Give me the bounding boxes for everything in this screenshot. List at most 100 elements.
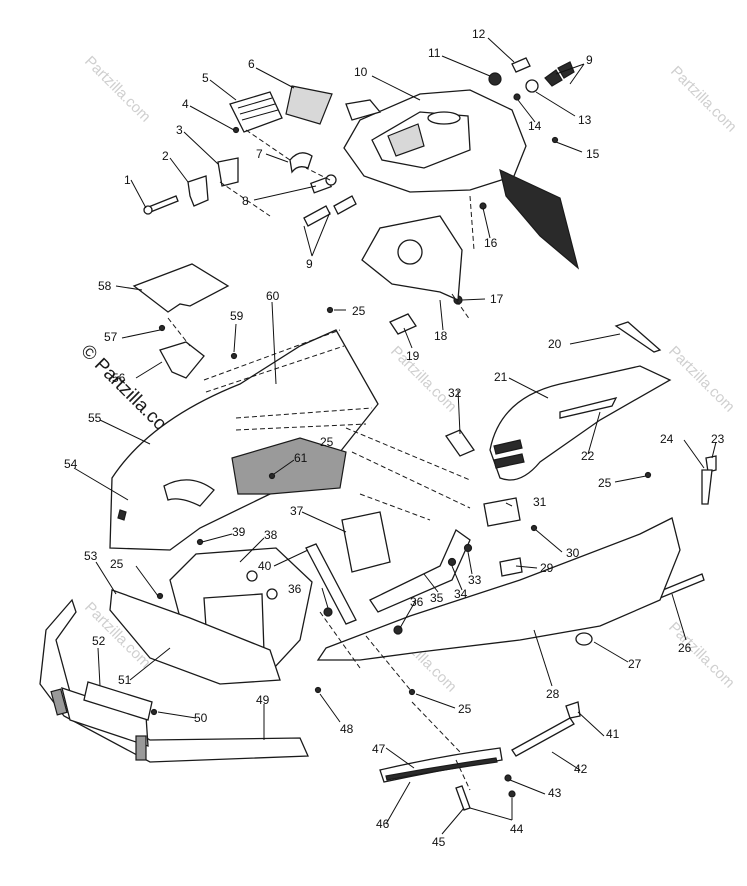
callout-25: 25 xyxy=(352,304,366,318)
part-48-fastener xyxy=(314,686,322,694)
watermark: Partzilla.com xyxy=(665,619,738,692)
part-58-pad xyxy=(132,263,230,313)
part-49-bumper xyxy=(39,598,309,763)
callout-19: 19 xyxy=(406,349,420,363)
callout-41: 41 xyxy=(606,727,620,741)
callout-2: 2 xyxy=(162,149,169,163)
part-33-nut xyxy=(463,543,473,553)
part-2-bracket xyxy=(187,175,209,207)
callout-25: 25 xyxy=(458,702,472,716)
part-29-bracket xyxy=(499,557,523,577)
part-41-bracket xyxy=(565,701,581,719)
part-28-lower-cowl xyxy=(316,517,681,661)
callout-54: 54 xyxy=(64,457,78,471)
callout-33: 33 xyxy=(468,573,482,587)
part-10-hood-top xyxy=(343,89,580,270)
watermark: Partzilla.com xyxy=(667,63,740,136)
callout-32: 32 xyxy=(448,386,462,400)
part-15-screw xyxy=(551,136,559,144)
callout-36: 36 xyxy=(410,595,424,609)
part-5-vent xyxy=(229,91,283,133)
callout-57: 57 xyxy=(104,330,118,344)
callout-35: 35 xyxy=(430,591,444,605)
callout-29: 29 xyxy=(540,561,554,575)
callout-14: 14 xyxy=(528,119,542,133)
part-8-fitting xyxy=(309,174,337,194)
callout-7: 7 xyxy=(256,147,263,161)
callout-25: 25 xyxy=(598,476,612,490)
part-6-filter xyxy=(285,85,333,125)
callout-45: 45 xyxy=(432,835,446,849)
callout-43: 43 xyxy=(548,786,562,800)
part-12-clip xyxy=(511,57,531,73)
part-7-duct xyxy=(289,152,313,174)
part-21-side-panel xyxy=(489,365,672,481)
callout-50: 50 xyxy=(194,711,208,725)
callout-21: 21 xyxy=(494,370,508,384)
part-18-liner xyxy=(361,215,463,301)
callout-46: 46 xyxy=(376,817,390,831)
callout-40: 40 xyxy=(258,559,272,573)
callout-15: 15 xyxy=(586,147,600,161)
callout-51: 51 xyxy=(118,673,132,687)
callout-36: 36 xyxy=(288,582,302,596)
callout-31: 31 xyxy=(533,495,547,509)
callout-17: 17 xyxy=(490,292,504,306)
callout-18: 18 xyxy=(434,329,448,343)
watermark: Partzilla.com xyxy=(665,343,738,416)
callout-24: 24 xyxy=(660,432,674,446)
part-44-nut xyxy=(508,790,516,798)
part-illustrations xyxy=(39,57,717,811)
part-34-nut xyxy=(447,557,457,567)
watermark: Partzilla.com xyxy=(387,343,460,416)
part-11-nut xyxy=(488,72,502,86)
watermark: Partzilla.com xyxy=(81,53,154,126)
part-45-bolt xyxy=(455,785,471,811)
part-51-nose-cowl xyxy=(109,589,281,685)
callout-27: 27 xyxy=(628,657,642,671)
callout-25: 25 xyxy=(320,435,334,449)
callout-44: 44 xyxy=(510,822,524,836)
callout-47: 47 xyxy=(372,742,386,756)
callout-60: 60 xyxy=(266,289,280,303)
callout-58: 58 xyxy=(98,279,112,293)
part-30-fastener xyxy=(530,524,538,532)
part-27-stop xyxy=(575,632,593,646)
callout-labels: 1 2 3 4 5 6 7 8 9 9 10 11 12 13 14 15 16… xyxy=(64,27,725,849)
callout-13: 13 xyxy=(578,113,592,127)
part-47-trim-insert xyxy=(385,757,498,781)
part-19-clip xyxy=(389,313,417,335)
part-32-clip xyxy=(445,429,475,457)
callout-10: 10 xyxy=(354,65,368,79)
callout-53: 53 xyxy=(84,549,98,563)
part-9-springs xyxy=(303,61,575,227)
part-42-brace xyxy=(511,717,575,757)
part-43-fastener xyxy=(504,774,512,782)
part-1-bolt xyxy=(143,195,179,215)
callout-38: 38 xyxy=(264,528,278,542)
part-57-screw xyxy=(158,324,166,332)
callout-5: 5 xyxy=(202,71,209,85)
part-54-front-cowl xyxy=(109,329,379,551)
part-50-fastener xyxy=(150,708,158,716)
part-36-nut xyxy=(323,607,333,617)
callout-leaders xyxy=(73,37,717,835)
callout-11: 11 xyxy=(428,46,441,60)
part-35-strut xyxy=(369,529,471,613)
callout-37: 37 xyxy=(290,504,304,518)
callout-49: 49 xyxy=(256,693,270,707)
part-23-24-latch xyxy=(701,455,717,505)
callout-61: 61 xyxy=(294,451,308,465)
callout-9: 9 xyxy=(586,53,593,67)
callout-30: 30 xyxy=(566,546,580,560)
part-37-bracket xyxy=(341,511,391,573)
callout-12: 12 xyxy=(472,27,486,41)
callout-56: 56 xyxy=(112,371,126,385)
part-56-bracket xyxy=(159,341,205,379)
part-4-screw xyxy=(232,126,240,134)
part-52-label xyxy=(83,681,153,721)
part-39-fastener xyxy=(196,538,204,546)
callout-55: 55 xyxy=(88,411,102,425)
callout-52: 52 xyxy=(92,634,106,648)
